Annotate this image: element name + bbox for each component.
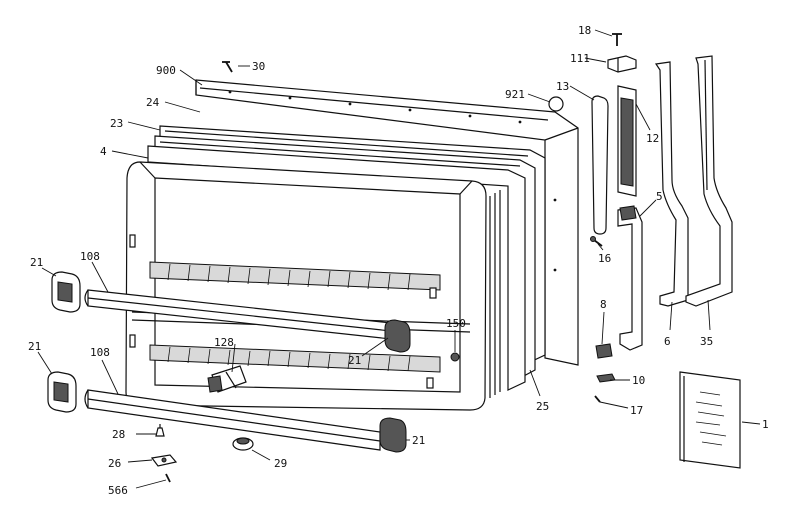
- end-cap-right-upper: [384, 319, 411, 353]
- callout-29: 29: [274, 457, 287, 470]
- part-8: [595, 343, 613, 359]
- callout-21-a: 21: [30, 256, 43, 269]
- callout-566: 566: [108, 484, 128, 497]
- bracket-128: [207, 365, 247, 393]
- gasket-strip-13: [591, 95, 609, 235]
- callout-23: 23: [110, 117, 123, 130]
- callout-108-a: 108: [80, 250, 100, 263]
- callout-24: 24: [146, 96, 160, 109]
- shelf-bar-lower: [84, 389, 381, 451]
- callout-111: 111: [570, 52, 590, 65]
- callout-30: 30: [252, 60, 265, 73]
- inner-door-liner: [125, 161, 487, 411]
- hinge-arm-6: [654, 61, 689, 307]
- part-10: [596, 373, 616, 383]
- callout-16: 16: [598, 252, 611, 265]
- hinge-arm-35: [685, 55, 733, 307]
- callout-25: 25: [536, 400, 549, 413]
- screw-30: [222, 61, 233, 73]
- callout-128: 128: [214, 336, 234, 349]
- callout-6: 6: [664, 335, 671, 348]
- callout-13: 13: [556, 80, 569, 93]
- pin-28: [155, 424, 165, 437]
- screw-17: [594, 395, 601, 403]
- screw-566: [165, 473, 171, 483]
- leader-lines: [37, 29, 761, 489]
- callout-21-b: 21: [348, 354, 361, 367]
- callout-12: 12: [646, 132, 659, 145]
- callout-1: 1: [762, 418, 769, 431]
- callout-21-c: 21: [28, 340, 41, 353]
- callout-10: 10: [632, 374, 645, 387]
- end-cap-right-lower: [379, 417, 407, 453]
- callout-21-d: 21: [412, 434, 425, 447]
- callout-900: 900: [156, 64, 176, 77]
- screw-150: [450, 352, 460, 362]
- clip-111: [607, 55, 637, 73]
- callout-150: 150: [446, 317, 466, 330]
- callout-921: 921: [505, 88, 525, 101]
- end-cap-left-upper: [51, 271, 81, 313]
- callout-35: 35: [700, 335, 713, 348]
- screw-16: [590, 236, 603, 247]
- callout-labels: 18 111 30 900 921 13 24 12 23 4 5 16 21 …: [28, 24, 769, 497]
- hinge-5: [617, 205, 643, 351]
- callout-18: 18: [578, 24, 591, 37]
- plug-29: [232, 437, 254, 451]
- screw-18: [612, 33, 622, 46]
- end-cap-left-lower: [47, 371, 77, 413]
- plate-26: [150, 454, 178, 467]
- callout-17: 17: [630, 404, 643, 417]
- callout-26: 26: [108, 457, 121, 470]
- callout-5: 5: [656, 190, 663, 203]
- callout-28: 28: [112, 428, 125, 441]
- manual-booklet-1: [679, 371, 741, 469]
- cap-921: [548, 96, 564, 112]
- callout-8: 8: [600, 298, 607, 311]
- channel-12: [617, 85, 637, 197]
- outer-door-panel: [195, 79, 579, 366]
- callout-4: 4: [100, 145, 107, 158]
- callout-108-b: 108: [90, 346, 110, 359]
